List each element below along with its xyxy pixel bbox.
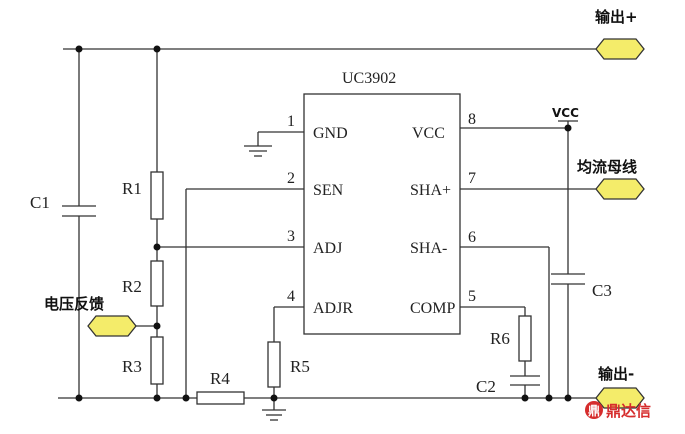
junction-dots [75, 45, 572, 402]
label-r2: R2 [122, 277, 142, 296]
voltage-feedback-connector [87, 315, 157, 337]
pin-5-name: COMP [410, 300, 455, 317]
label-c2: C2 [476, 377, 496, 396]
watermark: 鼎 鼎达信 [585, 401, 651, 420]
label-c3: C3 [592, 281, 612, 300]
pin-7-name: SHA+ [410, 182, 451, 199]
label-r3: R3 [122, 357, 142, 376]
pin-4-name: ADJR [313, 300, 353, 317]
pin-4-number: 4 [287, 288, 295, 305]
pin-1-name: GND [313, 125, 348, 142]
pin-5-wire [460, 306, 540, 398]
label-r5: R5 [290, 357, 310, 376]
output-plus-connector [595, 38, 645, 60]
resistor-r1 [150, 171, 164, 220]
label-r6: R6 [490, 329, 510, 348]
pin-6-wire [460, 246, 550, 398]
ic-uc3902-body [303, 93, 461, 335]
resistor-r6 [518, 315, 532, 362]
share-bus-label: 均流母线 [577, 158, 637, 176]
ic-name: UC3902 [342, 70, 396, 87]
pin-2-name: SEN [313, 182, 344, 199]
pin-2-wire [185, 188, 304, 398]
pin-8-number: 8 [468, 111, 476, 128]
resistor-r3 [150, 336, 164, 385]
output-minus-connector [595, 387, 645, 409]
voltage-feedback-label: 电压反馈 [44, 295, 104, 313]
pin-3-name: ADJ [313, 240, 342, 257]
pin-5-number: 5 [468, 288, 476, 305]
output-plus-label: 输出+ [595, 8, 638, 26]
svg-text:鼎: 鼎 [588, 404, 600, 418]
pin-8-wire [460, 120, 585, 398]
output-minus-label: 输出- [598, 365, 634, 383]
pin-8-name: VCC [412, 125, 445, 142]
pin-7-number: 7 [468, 170, 476, 187]
pin-1-number: 1 [287, 113, 295, 130]
label-c1: C1 [30, 193, 50, 212]
watermark-text: 鼎达信 [606, 402, 651, 420]
share-bus-connector [595, 178, 645, 200]
pin-6-name: SHA- [410, 240, 447, 257]
pin-4-wire [262, 306, 304, 421]
label-r4: R4 [210, 369, 230, 388]
capacitor-c1 [62, 49, 96, 398]
resistor-r5 [267, 341, 281, 388]
vcc-label: VCC [552, 106, 579, 120]
pin-3-number: 3 [287, 228, 295, 245]
label-r1: R1 [122, 179, 142, 198]
resistor-r2 [150, 260, 164, 307]
pin-1-wire [244, 131, 304, 157]
pin-6-number: 6 [468, 229, 476, 246]
pin-2-number: 2 [287, 170, 295, 187]
resistor-r4 [196, 391, 245, 405]
